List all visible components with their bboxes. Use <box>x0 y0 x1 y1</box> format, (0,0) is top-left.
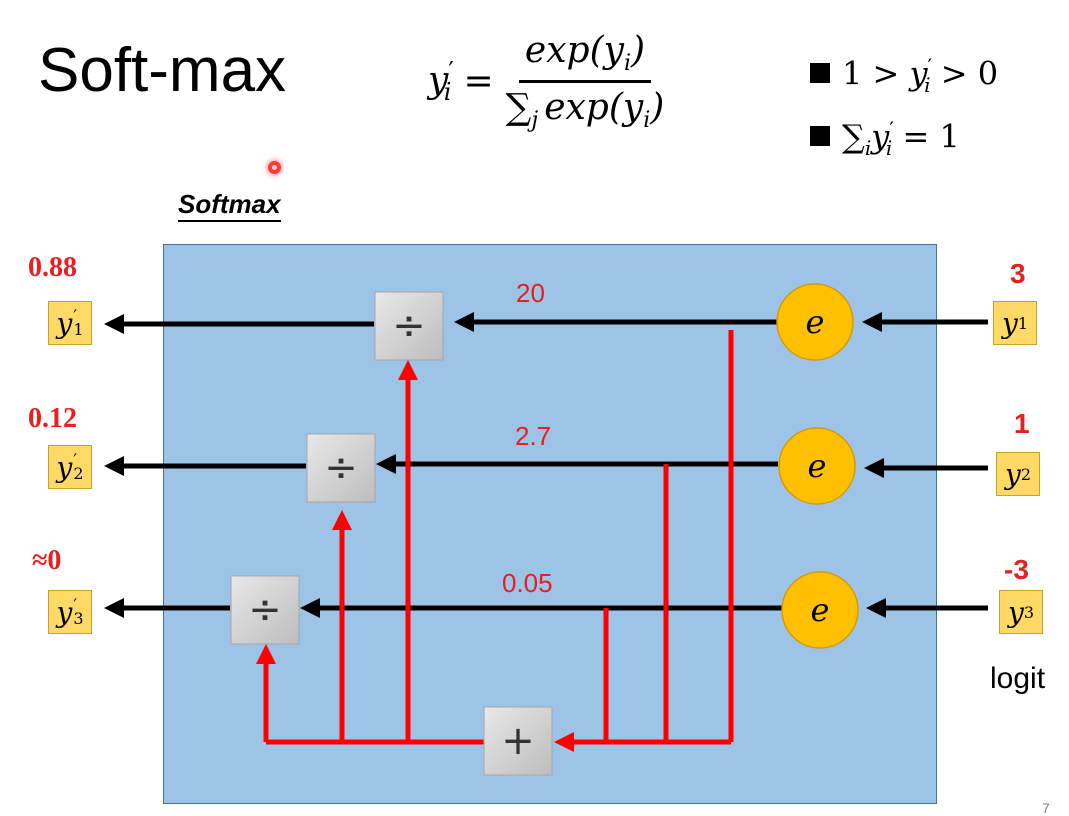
exp-value-3: 0.05 <box>502 568 553 598</box>
input-arrows <box>862 312 988 618</box>
arrowhead-input-3 <box>866 598 886 618</box>
sum-wiring <box>263 330 734 745</box>
page-number: 7 <box>1042 800 1050 816</box>
output-value-3: ≈0 <box>32 545 62 576</box>
divide-node-3 <box>230 575 300 645</box>
input-value-3: -3 <box>1004 554 1029 585</box>
arrowhead-output-3 <box>104 598 124 618</box>
square-bullet-icon <box>810 62 830 83</box>
arrowhead-exp-2 <box>376 454 396 474</box>
output-y3-prime: y′3 <box>48 590 92 634</box>
output-value-1: 0.88 <box>28 252 77 283</box>
divide-symbol-1: ÷ <box>392 303 426 349</box>
laser-pointer-dot <box>268 161 281 174</box>
slide-title: Soft-max <box>38 36 287 105</box>
exp-label-2: e <box>808 447 827 485</box>
output-y2-prime: y′2 <box>48 445 92 489</box>
input-value-1: 3 <box>1010 258 1026 289</box>
exp-node-2 <box>778 427 856 505</box>
sum-symbol: + <box>501 718 535 764</box>
exp-value-1: 20 <box>516 278 545 308</box>
divide-node-2 <box>306 433 376 503</box>
red-arrowheads <box>256 360 574 752</box>
formula-numerator: exp(yi) <box>518 30 652 84</box>
softmax-box-label: Softmax <box>178 190 281 222</box>
arrowhead-exp-1 <box>454 312 474 332</box>
arrowhead-sum-in <box>554 732 574 752</box>
arrowhead-divide-2 <box>332 510 352 530</box>
exp-value-2: 2.7 <box>515 421 552 451</box>
square-bullet-icon <box>810 125 830 146</box>
sum-node <box>483 706 553 776</box>
property-range: 1 > y′i > 0 <box>810 44 998 107</box>
exp-node-1 <box>776 283 854 361</box>
exp-label-1: e <box>806 303 825 341</box>
output-value-2: 0.12 <box>28 403 77 434</box>
divide-node-1 <box>374 291 444 361</box>
arrowhead-divide-3 <box>256 644 276 664</box>
arrowhead-output-2 <box>104 456 124 476</box>
formula-lhs: y′i <box>428 57 454 107</box>
divide-symbol-2: ÷ <box>324 445 358 491</box>
arrowhead-exp-3 <box>300 598 320 618</box>
exp-arrows <box>300 312 782 618</box>
arrowhead-input-2 <box>864 458 884 478</box>
output-arrows <box>104 314 374 618</box>
arrowhead-input-1 <box>862 312 882 332</box>
input-value-2: 1 <box>1014 408 1030 439</box>
exp-label-3: e <box>811 591 830 629</box>
arrowhead-divide-1 <box>398 360 418 380</box>
divide-symbol-3: ÷ <box>248 587 282 633</box>
exp-node-3 <box>781 571 859 649</box>
output-y1-prime: y′1 <box>48 301 92 345</box>
softmax-properties: 1 > y′i > 0 ∑iy′i = 1 <box>810 44 998 170</box>
property-sum: ∑iy′i = 1 <box>810 107 998 170</box>
arrowhead-output-1 <box>104 314 124 334</box>
formula-equals: = <box>463 61 494 103</box>
logit-caption: logit <box>990 662 1046 695</box>
